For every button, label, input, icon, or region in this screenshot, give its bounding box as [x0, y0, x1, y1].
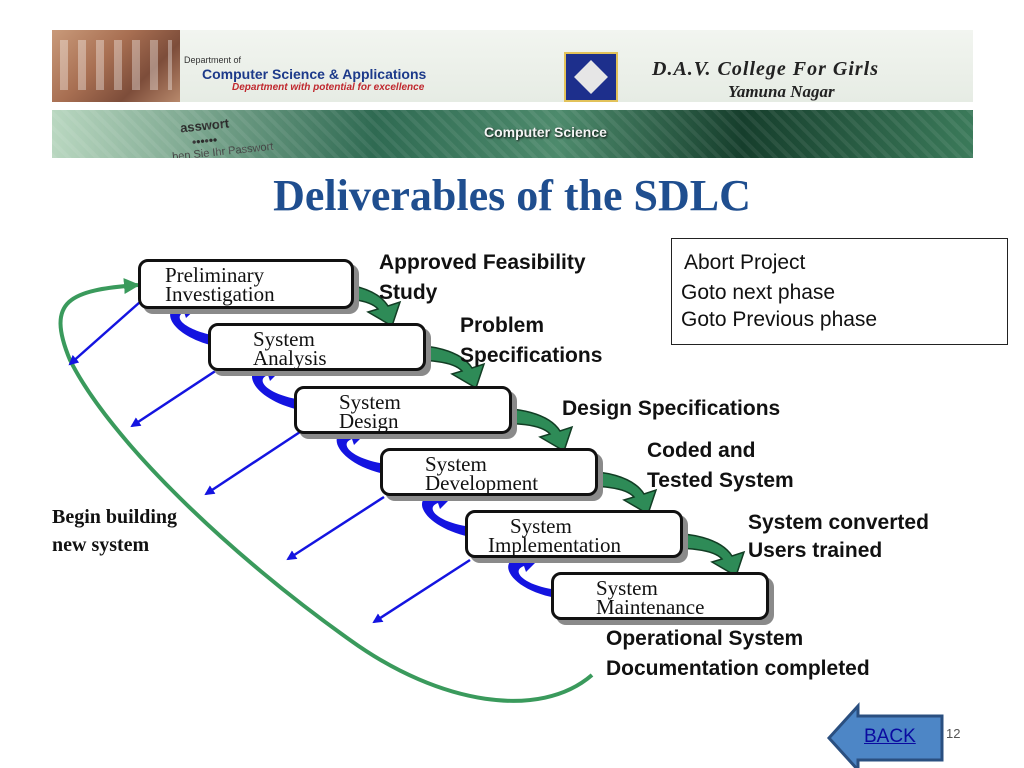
phase-line2: Design — [339, 409, 399, 433]
phase-line1: System — [339, 390, 401, 414]
deliverable-operational-system: Operational System Documentation complet… — [606, 624, 870, 684]
phase-preliminary-investigation: Preliminary Investigation — [138, 259, 354, 309]
deliverable-system-converted: System converted Users trained — [748, 509, 929, 565]
legend-previous-label: Goto Previous phase — [681, 308, 878, 331]
college-name: D.A.V. College For Girls — [652, 58, 879, 80]
begin-building-label: Begin building new system — [52, 503, 177, 559]
previous-arrow-5 — [508, 551, 558, 598]
deliverable-line2: Study — [379, 281, 438, 304]
dept-small-label: Department of — [184, 55, 242, 65]
deliverable-line1: System converted — [748, 511, 929, 534]
deliverable-feasibility: Approved Feasibility Study — [379, 248, 586, 308]
deliverable-line1: Design Specifications — [562, 397, 781, 420]
college-emblem-icon — [564, 52, 618, 102]
deliverable-line1: Coded and — [647, 439, 756, 462]
phase-line1: System — [425, 452, 487, 476]
phase-line2: Analysis — [253, 346, 327, 370]
phase-line1: System — [510, 514, 572, 538]
return-line-5 — [372, 558, 471, 624]
phase-system-development: System Development — [380, 448, 598, 496]
previous-arrow-1 — [170, 298, 216, 346]
return-line-4 — [286, 495, 385, 561]
deliverable-design-specs: Design Specifications — [562, 394, 780, 424]
deliverable-line2: Tested System — [647, 469, 794, 492]
previous-arrow-2 — [251, 360, 302, 410]
phase-line2: Investigation — [165, 282, 275, 306]
deliverable-line1: Operational System — [606, 627, 804, 650]
legend-abort-label: Abort Project — [684, 251, 806, 274]
back-link-label[interactable]: BACK — [864, 726, 916, 747]
legend-next-label: Goto next phase — [681, 281, 836, 304]
deliverable-line1: Approved Feasibility — [379, 251, 586, 274]
deliverable-line1: Problem — [460, 314, 545, 337]
phase-line2: Implementation — [488, 533, 621, 557]
phase-system-analysis: System Analysis — [208, 323, 426, 371]
deliverable-line2: Users trained — [748, 539, 883, 562]
previous-phase-arrows — [170, 298, 558, 598]
phase-system-maintenance: System Maintenance — [551, 572, 769, 620]
phase-line2: Maintenance — [596, 595, 705, 619]
phase-line1: Preliminary — [165, 263, 265, 287]
phase-system-implementation: System Implementation — [465, 510, 683, 558]
dept-tagline: Department with potential for excellence — [232, 82, 425, 93]
return-line-3 — [204, 430, 301, 496]
phase-line2: Development — [425, 471, 539, 495]
dept-name: Computer Science & Applications — [202, 66, 427, 82]
deliverable-line2: Documentation completed — [606, 657, 870, 680]
cycle-loop-line — [58, 278, 594, 703]
college-building-image — [52, 30, 180, 102]
deliverable-coded-tested: Coded and Tested System — [647, 436, 794, 496]
slide-number: 12 — [946, 726, 961, 741]
return-line-2 — [130, 362, 227, 428]
begin-label-line2: new system — [52, 534, 150, 556]
college-city: Yamuna Nagar — [728, 82, 835, 101]
computer-science-banner: asswort •••••• ben Sie Ihr Passwort Comp… — [52, 110, 973, 158]
banner-text: Computer Science — [484, 124, 607, 140]
phase-system-design: System Design — [294, 386, 512, 434]
deliverable-problem-specs: Problem Specifications — [460, 311, 602, 371]
phase-line1: System — [596, 576, 658, 600]
back-button[interactable]: BACK — [826, 704, 944, 768]
begin-label-line1: Begin building — [52, 506, 178, 528]
legend-box: Abort Project Goto next phase Goto Previ… — [671, 238, 1008, 345]
header-banner: Department of Computer Science & Applica… — [52, 30, 973, 102]
back-arrow-shape — [826, 702, 944, 768]
previous-arrow-3 — [336, 424, 386, 474]
previous-arrow-4 — [421, 488, 472, 537]
deliverable-line2: Specifications — [460, 344, 603, 367]
phase-line1: System — [253, 327, 315, 351]
slide-title: Deliverables of the SDLC — [273, 171, 751, 220]
return-line-1 — [68, 301, 141, 366]
